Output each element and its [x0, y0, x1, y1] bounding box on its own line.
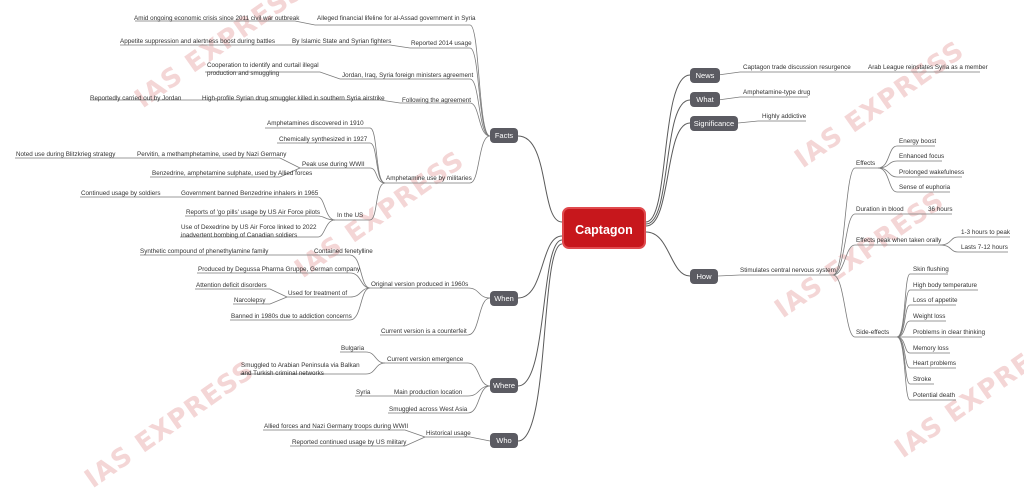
side-effect-item: Memory loss [913, 345, 949, 352]
facts-in-us: In the US [337, 212, 364, 219]
when-narcolepsy: Narcolepsy [234, 297, 266, 304]
facts-lifeline: Alleged financial lifeline for al-Assad … [317, 15, 476, 22]
branch-facts[interactable]: Facts [490, 128, 518, 143]
where-main-location: Main production location [394, 389, 463, 396]
branch-who[interactable]: Who [490, 433, 518, 448]
how-effect-item: Prolonged wakefulness [899, 169, 965, 176]
when-original: Original version produced in 1960s [371, 281, 469, 288]
news-detail: Arab League reinstates Syria as a member [868, 64, 988, 71]
what-detail: Amphetamine-type drug [743, 89, 811, 96]
facts-military: Amphetamine use by militaries [386, 175, 472, 182]
where-bulgaria: Bulgaria [341, 345, 365, 352]
where-emergence: Current version emergence [387, 356, 464, 363]
side-effect-item: Potential death [913, 392, 956, 399]
how-duration-value: 36 hours [928, 206, 953, 213]
facts-mil-1927: Chemically synthesized in 1927 [279, 136, 368, 143]
when-banned: Banned in 1980s due to addiction concern… [231, 313, 352, 320]
significance-detail: Highly addictive [762, 113, 807, 120]
facts-peak-ww2: Peak use during WWII [302, 161, 365, 168]
how-effect-item: Enhanced focus [899, 153, 945, 160]
branch-where[interactable]: Where [490, 378, 518, 393]
branch-when[interactable]: When [490, 291, 518, 306]
branch-news[interactable]: News [690, 68, 720, 83]
facts-benzedrine: Benzedrine, amphetamine sulphate, used b… [152, 170, 313, 177]
who-ww2: Allied forces and Nazi Germany troops du… [264, 423, 409, 430]
facts-mil-1910: Amphetamines discovered in 1910 [267, 120, 364, 127]
side-effect-item: Problems in clear thinking [913, 329, 986, 336]
side-effect-item: High body temperature [913, 282, 978, 289]
facts-reported-detail: By Islamic State and Syrian fighters [292, 38, 392, 45]
how-peak-value: Lasts 7-12 hours [961, 244, 1008, 251]
where-west-asia: Smuggled across West Asia [389, 406, 468, 413]
branch-what[interactable]: What [690, 92, 720, 107]
how-root: Stimulates central nervous system [740, 267, 836, 274]
facts-dexedrine: Use of Dexedrine by US Air Force linked … [181, 224, 317, 239]
facts-pervitin: Pervitin, a methamphetamine, used by Naz… [137, 151, 287, 158]
who-historical: Historical usage [426, 430, 471, 437]
facts-meeting: Jordan, Iraq, Syria foreign ministers ag… [342, 72, 474, 79]
how-peak-value: 1-3 hours to peak [961, 229, 1011, 236]
facts-banned-inhalers: Government banned Benzedrine inhalers in… [181, 190, 319, 197]
how-effect-item: Sense of euphoria [899, 184, 951, 191]
where-syria: Syria [356, 389, 371, 396]
facts-reported: Reported 2014 usage [411, 40, 472, 47]
news-topic: Captagon trade discussion resurgence [743, 64, 851, 71]
branch-significance[interactable]: Significance [690, 116, 738, 131]
side-effect-item: Stroke [913, 376, 932, 383]
how-duration-label: Duration in blood [856, 206, 904, 213]
side-effect-item: Skin flushing [913, 266, 949, 273]
when-contained: Contained fenetylline [314, 248, 373, 255]
how-side-effects-label: Side-effects [856, 329, 890, 336]
mind-map: IAS EXPRESS IAS EXPRESS IAS EXPRESS IAS … [15, 0, 1024, 495]
side-effect-item: Heart problems [913, 360, 957, 367]
facts-go-pills: Reports of 'go pills' usage by US Air Fo… [186, 209, 320, 216]
where-smuggled-arabia: Smuggled to Arabian Peninsula via Balkan… [241, 362, 360, 377]
facts-following-detail: High-profile Syrian drug smuggler killed… [202, 95, 385, 102]
who-us-military: Reported continued usage by US military [292, 439, 407, 446]
how-effects-label: Effects [856, 160, 876, 167]
facts-soldiers: Continued usage by soldiers [81, 190, 161, 197]
side-effect-item: Loss of appetite [913, 297, 958, 304]
how-effect-item: Energy boost [899, 138, 937, 145]
when-produced-by: Produced by Degussa Pharma Gruppe, Germa… [198, 266, 361, 273]
when-treatment: Used for treatment of [288, 290, 348, 297]
facts-pervitin-detail: Noted use during Blitzkrieg strategy [16, 151, 116, 158]
central-topic[interactable]: Captagon [562, 207, 646, 249]
when-adhd: Attention deficit disorders [196, 282, 267, 289]
facts-meeting-detail: Cooperation to identify and curtail ille… [207, 62, 319, 77]
facts-lifeline-detail: Amid ongoing economic crisis since 2011 … [134, 15, 300, 22]
side-effect-item: Weight loss [913, 313, 946, 320]
when-synthetic: Synthetic compound of phenethylamine fam… [140, 248, 269, 255]
facts-following: Following the agreement [402, 97, 471, 104]
facts-following-detail2: Reportedly carried out by Jordan [90, 95, 182, 102]
when-counterfeit: Current version is a counterfeit [381, 328, 467, 335]
how-peak-label: Effects peak when taken orally [856, 237, 942, 244]
connector-lines [15, 20, 1010, 447]
branch-how[interactable]: How [690, 269, 718, 284]
facts-reported-detail2: Appetite suppression and alertness boost… [120, 38, 276, 45]
